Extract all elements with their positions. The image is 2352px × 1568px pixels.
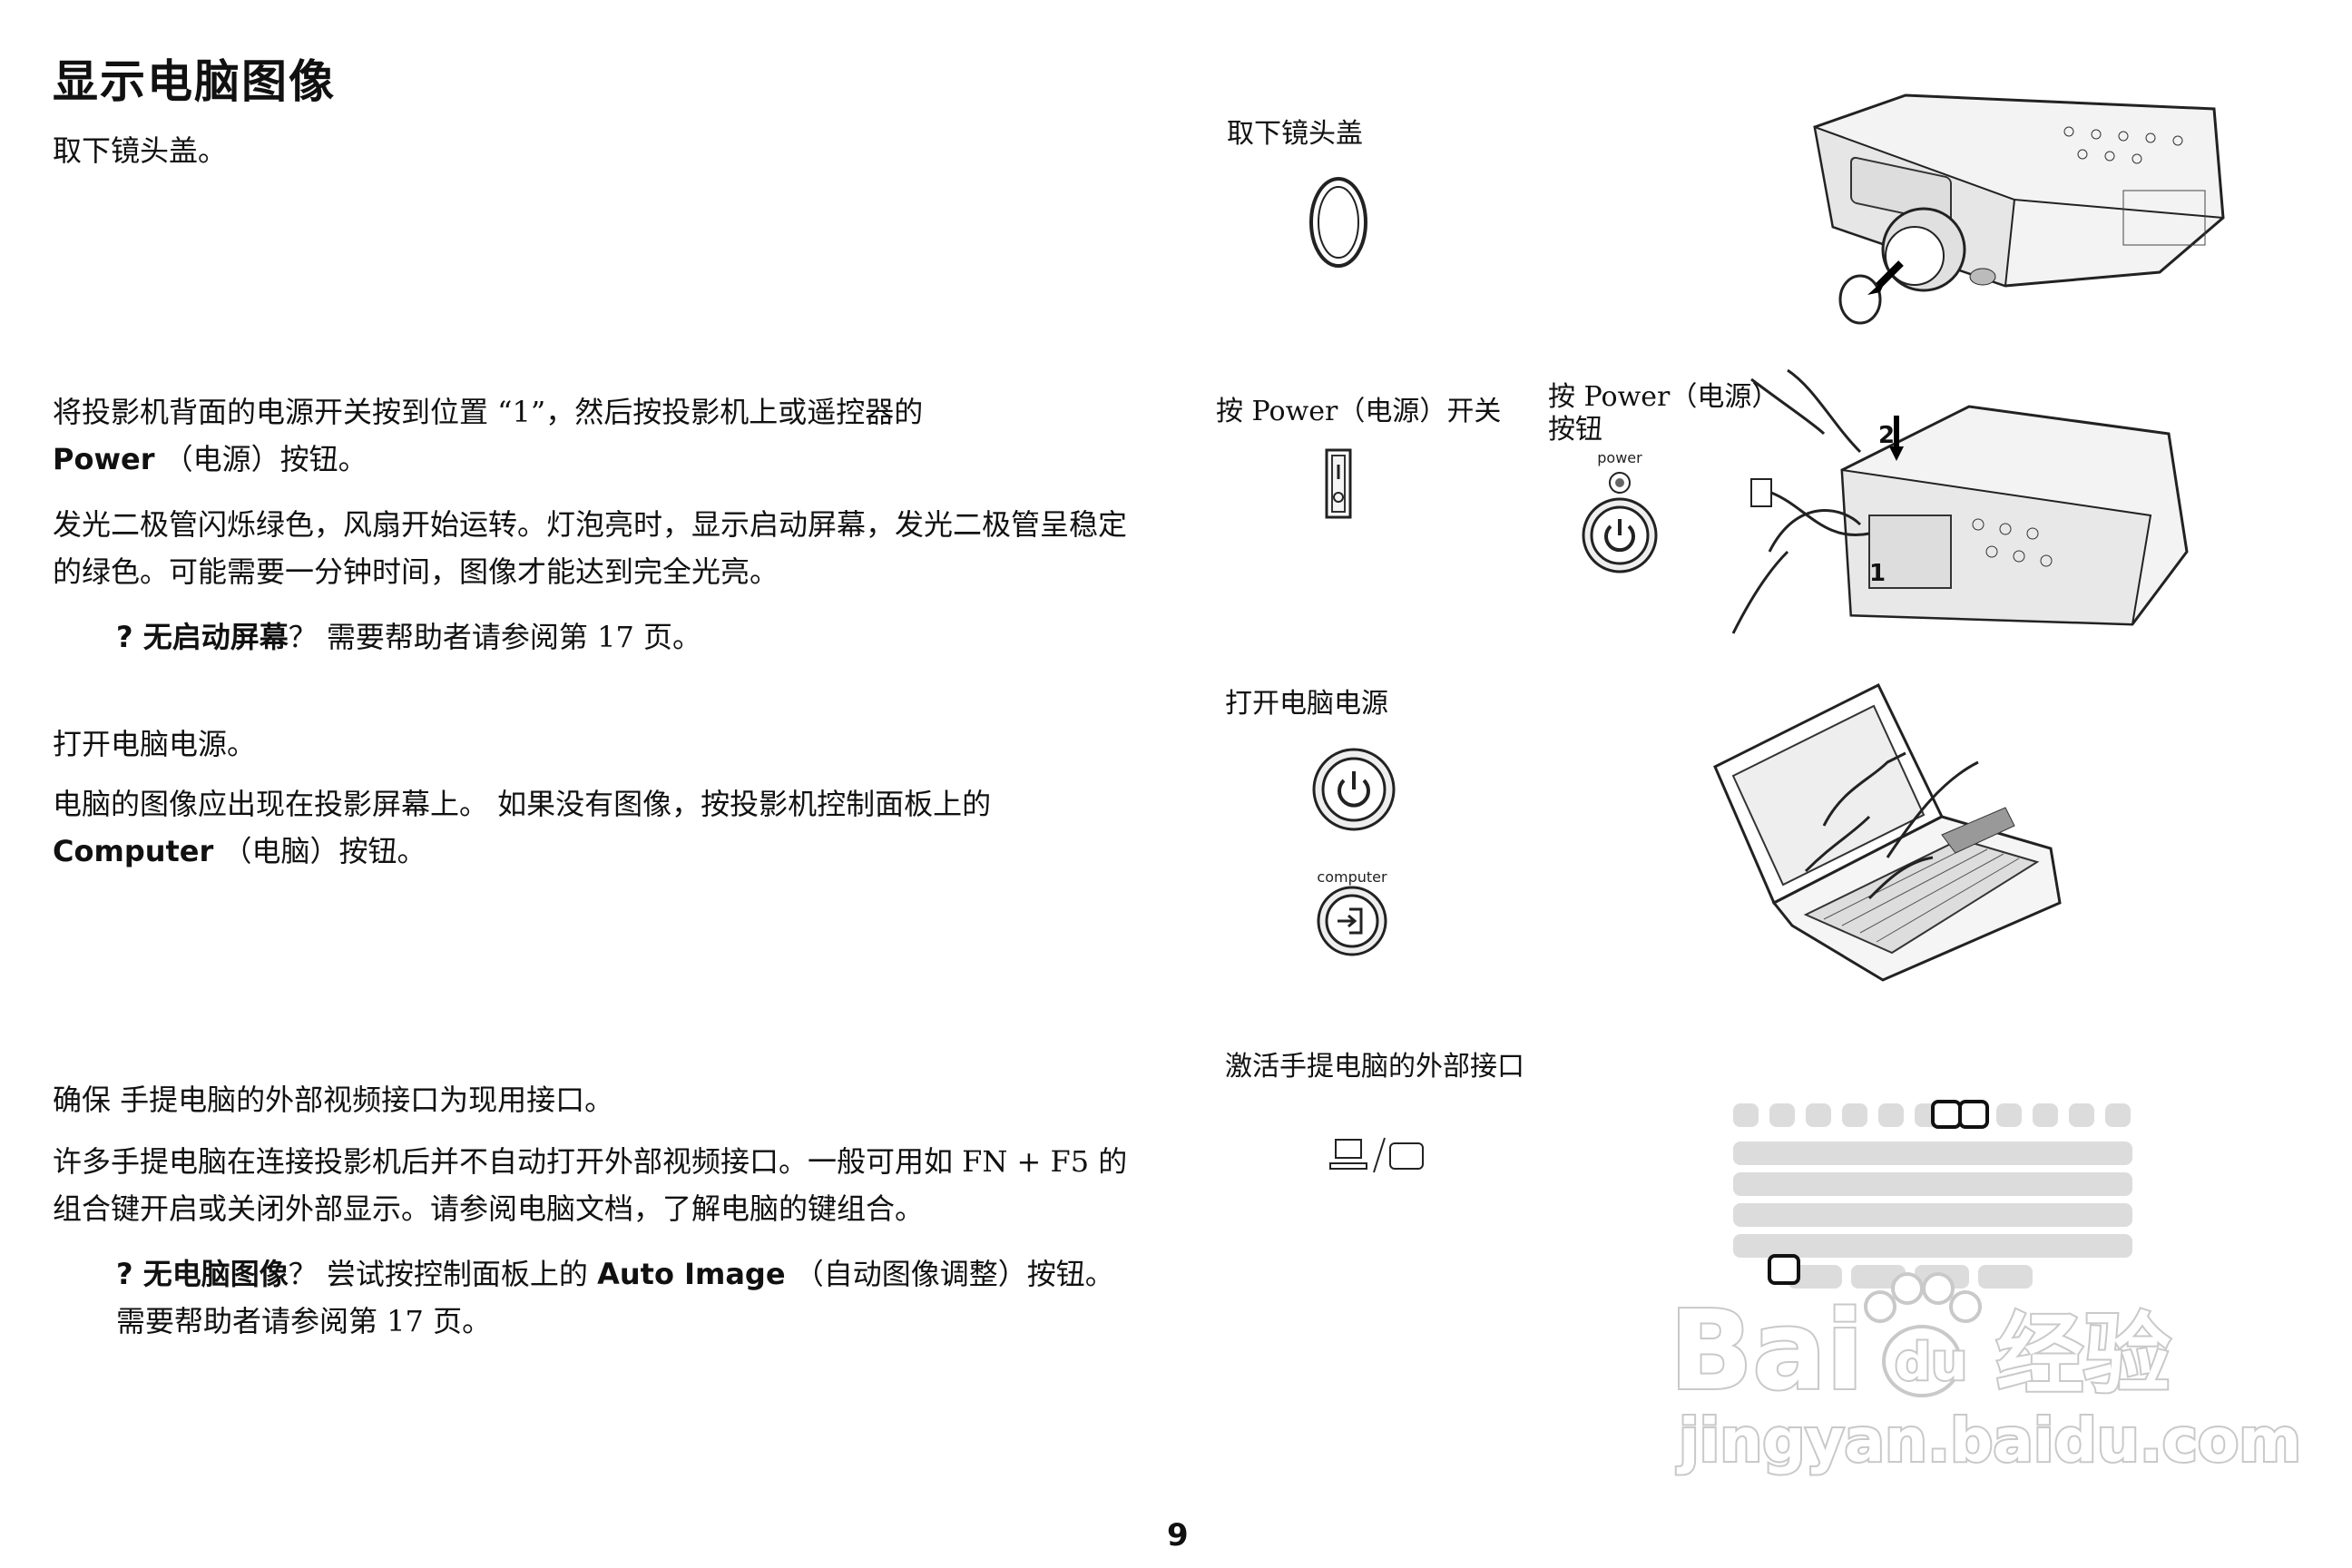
power-instruction-text: 将投影机背面的电源开关按到位置 “1”，然后按投影机上或遥控器的: [53, 395, 924, 429]
note-question-mark: ？: [288, 620, 318, 654]
caption-computer-on: 打开电脑电源: [1225, 688, 1388, 720]
computer-image-text: 电脑的图像应出现在投影屏幕上。 如果没有图像，按投影机控制面板上的: [53, 787, 992, 821]
caption-power-button: 按 Power（电源） 按钮: [1548, 381, 1779, 446]
step-external-port: 确保 手提电脑的外部视频接口为现用接口。: [53, 1083, 614, 1117]
power-button-icon: power: [1582, 449, 1658, 573]
computer-instruction-suffix: （电脑）按钮。: [222, 834, 426, 868]
watermark-brand-du: du: [1895, 1333, 1967, 1392]
caption-remove-lens-cap: 取下镜头盖: [1227, 118, 1363, 150]
caption-power-button-line2: 按钮: [1548, 414, 1602, 446]
step-power-on-paragraph: 将投影机背面的电源开关按到位置 “1”，然后按投影机上或遥控器的 Power （…: [53, 388, 1151, 483]
page-number: 9: [1167, 1517, 1189, 1553]
step-2-label: 2: [1878, 422, 1895, 449]
auto-image-keyword: Auto Image: [597, 1257, 786, 1291]
no-startup-screen-note: ? 无启动屏幕？ 需要帮助者请参阅第 17 页。: [116, 613, 1151, 661]
watermark-brand: Bai: [1670, 1289, 1864, 1415]
computer-button-icon: computer: [1317, 868, 1387, 956]
caption-power-button-line1: 按 Power（电源）: [1548, 381, 1779, 413]
page-title: 显示电脑图像: [53, 55, 336, 108]
computer-image-paragraph: 电脑的图像应出现在投影屏幕上。 如果没有图像，按投影机控制面板上的 Comput…: [53, 780, 1151, 875]
power-instruction-suffix: （电源）按钮。: [163, 442, 368, 476]
note-body: 需要帮助者请参阅第 17 页。: [326, 620, 701, 654]
paw-logo-icon: [1864, 1272, 1982, 1397]
lens-cap-icon: [1309, 177, 1367, 268]
note-heading: ? 无启动屏幕: [116, 620, 289, 654]
computer-keyword: Computer: [53, 834, 214, 868]
step-remove-lens-cap: 取下镜头盖。: [53, 133, 228, 168]
step-computer-on: 打开电脑电源。: [53, 727, 257, 761]
caption-power-switch: 按 Power（电源）开关: [1216, 396, 1502, 427]
note-heading: ? 无电脑图像: [116, 1257, 289, 1291]
watermark-brand-cn: 经验: [1996, 1304, 2171, 1406]
power-button-label: power: [1597, 449, 1642, 466]
caption-external-port: 激活手提电脑的外部接口: [1225, 1051, 1524, 1083]
power-keyword: Power: [53, 442, 155, 476]
baidu-watermark: Bai du 经验 jingyan.baidu.com: [1668, 1272, 2303, 1477]
note-body: 尝试按控制面板上的: [326, 1257, 588, 1291]
keyboard-diagram: [1733, 1100, 2132, 1289]
power-button-large-icon: [1312, 748, 1396, 831]
watermark-url: jingyan.baidu.com: [1676, 1406, 2301, 1475]
led-status-paragraph: 发光二极管闪烁绿色，风扇开始运转。灯泡亮时，显示启动屏幕，发光二极管呈稳定的绿色…: [53, 507, 1128, 589]
step-1-label: 1: [1869, 560, 1886, 587]
projector-rear-illustration: 2 1: [1731, 368, 2189, 634]
laptop-illustration: [1713, 682, 2062, 982]
no-computer-image-note: ? 无电脑图像？ 尝试按控制面板上的 Auto Image （自动图像调整）按钮…: [116, 1250, 1151, 1345]
display-toggle-icon: [1329, 1137, 1424, 1173]
computer-button-label: computer: [1317, 868, 1387, 886]
power-switch-icon: [1325, 448, 1352, 519]
note-body-suffix: （自动图像调整）按钮。 需要帮助者请参阅第 17 页。: [116, 1257, 1114, 1338]
note-question-mark: ？: [288, 1257, 318, 1291]
projector-lens-illustration: [1813, 93, 2225, 325]
external-port-paragraph: 许多手提电脑在连接投影机后并不自动打开外部视频接口。一般可用如 FN + F5 …: [53, 1144, 1128, 1226]
